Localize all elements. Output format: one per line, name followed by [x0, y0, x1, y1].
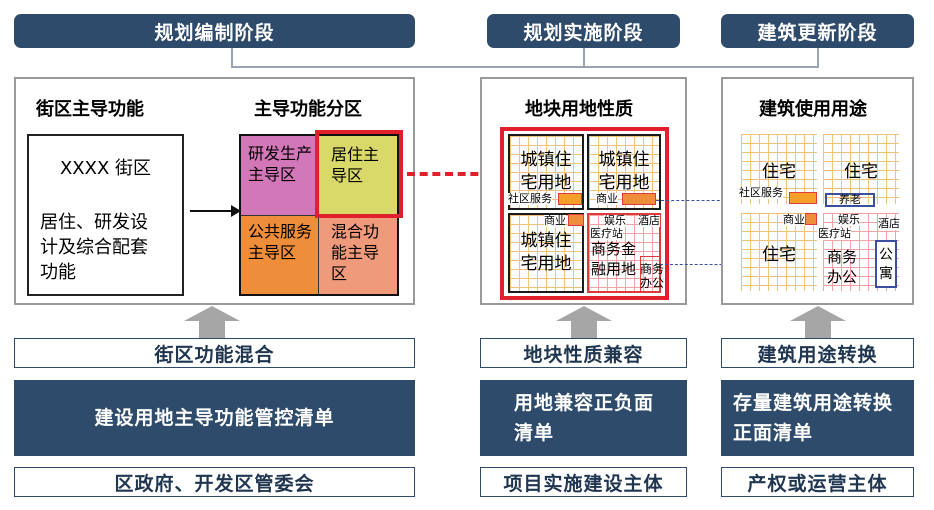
label-building-convert: 建筑用途转换 — [721, 338, 914, 368]
p2-shangwu-box — [640, 256, 660, 292]
building-top-left-label: 住宅 — [762, 161, 796, 182]
up-arrow-3-icon — [790, 306, 846, 321]
subject-owner: 产权或运营主体 — [721, 467, 914, 497]
p2-yiliao-label: 医疗站 — [590, 227, 623, 240]
p3-shangye-box — [805, 213, 817, 225]
p2-shangye2-label: 商业 — [544, 214, 566, 227]
connector-vertical-2 — [583, 48, 585, 68]
p3-yiliao-label: 医疗站 — [818, 227, 851, 240]
p3-yanglao-box: 养老 — [825, 193, 875, 207]
stage-renewal: 建筑更新阶段 — [721, 14, 914, 48]
parcel-bottom-right: 商务金融用地 — [587, 213, 661, 293]
p2-shequ-box — [558, 193, 582, 205]
building-bottom-left-label: 住宅 — [762, 244, 796, 265]
up-arrow-3-stem — [805, 320, 831, 338]
panel2-title: 地块用地性质 — [525, 99, 633, 120]
p3-yanglao-label: 养老 — [839, 193, 861, 206]
parcel-bottom-left-label: 城镇住宅用地 — [520, 231, 572, 274]
p3-shequ-box — [789, 192, 817, 204]
p3-gongyu-label: 公寓 — [879, 247, 893, 282]
stage-planning: 规划编制阶段 — [14, 14, 415, 48]
parcel-top-right-label: 城镇住宅用地 — [598, 150, 650, 193]
dashed-arrow-line — [407, 172, 491, 176]
list-convert-main: 存量建筑用途转换 正面清单 — [721, 380, 914, 456]
building-bottom-left: 住宅 — [741, 213, 817, 291]
parcel-outer-highlight — [500, 127, 669, 300]
p2-shangye2-box — [568, 214, 584, 226]
up-arrow-2-icon — [556, 306, 612, 321]
parcel-top-left-label: 城镇住宅用地 — [520, 150, 572, 193]
p2-shangye1-label: 商业 — [596, 192, 618, 205]
arrow-right-icon — [190, 210, 234, 212]
residential-highlight — [315, 130, 403, 218]
connector-vertical-3 — [817, 48, 819, 68]
zone-public-label: 公共服务主导区 — [248, 222, 313, 262]
up-arrow-1-stem — [199, 320, 225, 338]
parcel-bottom-left: 城镇住宅用地 — [508, 213, 584, 293]
p2-shangye1-box — [622, 193, 656, 205]
list-compat-line2: 清单 — [514, 422, 555, 444]
zone-residential: 居住主导区 — [319, 136, 397, 216]
label-block-mix: 街区功能混合 — [14, 338, 415, 368]
panel1-left-title: 街区主导功能 — [36, 99, 144, 120]
stage-implementation: 规划实施阶段 — [487, 14, 680, 48]
building-top-right: 住宅 — [823, 134, 899, 204]
district-box: XXXX 街区 居住、研发设 计及综合配套 功能 — [27, 134, 184, 296]
subject-developer: 项目实施建设主体 — [480, 467, 687, 497]
list-control-main: 建设用地主导功能管控清单 — [14, 380, 415, 456]
p2-yule-label: 娱乐 — [604, 214, 626, 227]
building-top-right-label: 住宅 — [844, 161, 878, 182]
district-desc-line2: 计及综合配套 — [40, 237, 148, 258]
label-parcel-compat: 地块性质兼容 — [480, 338, 687, 368]
p3-jiudian-label: 酒店 — [878, 217, 900, 230]
list-convert-line1: 存量建筑用途转换 — [733, 392, 894, 414]
p3-shequ-label: 社区服务 — [739, 186, 783, 199]
zone-mixed-label: 混合功能主导区 — [331, 222, 380, 283]
panel3-title: 建筑使用用途 — [759, 99, 867, 120]
arrow-right-head — [231, 205, 241, 217]
p2-jiudian-label: 酒店 — [638, 214, 660, 227]
p2-shangwu-label: 商务办公 — [640, 262, 665, 290]
up-arrow-2-stem — [571, 320, 597, 338]
p3-shangye-label: 商业 — [783, 213, 805, 226]
list-convert-line2: 正面清单 — [733, 422, 814, 444]
zone-rnd-label: 研发生产主导区 — [248, 144, 313, 184]
connector-vertical-1 — [231, 48, 233, 68]
district-name: XXXX 街区 — [59, 158, 152, 179]
up-arrow-1-icon — [184, 306, 240, 321]
p2-shequ-label: 社区服务 — [508, 192, 552, 205]
zone-residential-label: 居住主导区 — [331, 145, 380, 185]
connector-horizontal — [231, 66, 819, 68]
parcel-bottom-right-label: 商务金融用地 — [591, 240, 637, 278]
list-compat-line1: 用地兼容正负面 — [514, 392, 655, 414]
zone-rnd: 研发生产主导区 — [241, 136, 319, 216]
p3-yule-label: 娱乐 — [838, 213, 860, 226]
building-bottom-right-label: 商务办公 — [827, 248, 858, 286]
panel1-right-title: 主导功能分区 — [254, 99, 362, 120]
district-desc-line1: 居住、研发设 — [40, 212, 148, 233]
subject-government: 区政府、开发区管委会 — [14, 467, 415, 497]
zone-mixed: 混合功能主导区 — [319, 216, 397, 294]
list-compat-main: 用地兼容正负面 清单 — [480, 380, 687, 456]
p3-gongyu-box: 公寓 — [875, 240, 897, 288]
zone-public: 公共服务主导区 — [241, 216, 319, 294]
district-desc-line3: 功能 — [40, 262, 76, 283]
